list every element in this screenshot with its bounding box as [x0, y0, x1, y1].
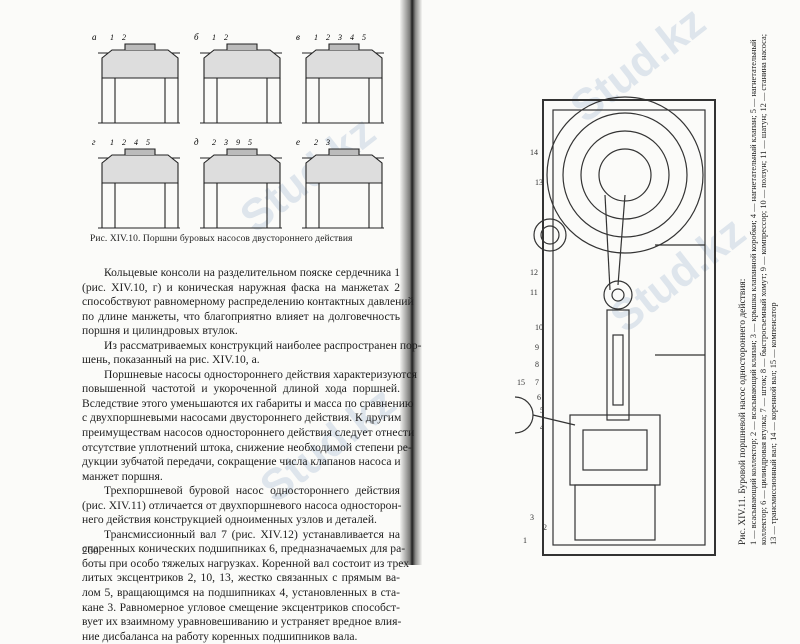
page-number: 260 — [82, 545, 99, 557]
panel-label: 3 — [337, 33, 342, 42]
part-label: 6 — [537, 393, 541, 402]
panel-label: 4 — [350, 33, 354, 42]
text-line: отсутствие уплотнений штока, снижение не… — [82, 440, 412, 454]
text-line: поршня и цилиндровых втулок. — [82, 324, 238, 338]
figure-caption-xiv-10: Рис. XIV.10. Поршни буровых насосов двус… — [90, 234, 353, 244]
text-line: вует их взаимному уравновешиванию и устр… — [82, 615, 402, 629]
text-line: манжет поршня. — [82, 469, 163, 483]
panel-label: 5 — [146, 138, 150, 147]
panel-letter: а — [92, 32, 97, 42]
text-line: (рис. XIV.10, г) и коническая наружная ф… — [82, 280, 400, 294]
text-line: литых эксцентриков 2, 10, 13, жестко свя… — [82, 571, 400, 585]
text-line: (рис. XIV.11) отличается от двухпоршнево… — [82, 498, 402, 512]
text-line: Трехпоршневой буровой насос односторонне… — [104, 484, 400, 498]
text-line: ние дисбаланса на работу коренных подшип… — [82, 629, 358, 643]
text-line: с двухпоршневыми насосами двустороннего … — [82, 411, 402, 425]
panel-label: 1 — [110, 138, 114, 147]
figure-caption-xiv-11: Рис. XIV.11. Буровой поршневой насос одн… — [738, 25, 779, 545]
text-line: Кольцевые консоли на разделительном пояс… — [104, 266, 400, 279]
part-label: 9 — [535, 343, 539, 352]
part-label: 12 — [530, 268, 538, 277]
panel-letter: г — [92, 137, 96, 147]
pump-drawing: 14 13 12 11 10 9 8 7 6 5 4 15 32 1 — [515, 96, 716, 556]
part-label: 14 — [530, 148, 538, 157]
panel-label: 2 — [326, 33, 330, 42]
panel-label: 1 — [212, 33, 216, 42]
panel-label: 2 — [122, 33, 126, 42]
part-label: 13 — [535, 178, 543, 187]
text-line: кане 3. Равномерное угловое смещение экс… — [82, 600, 400, 614]
panel-letter: д — [194, 137, 199, 147]
part-label: 2 — [543, 523, 547, 532]
text-line: него действия конструкцией одноименных у… — [82, 513, 377, 527]
text-line: Из рассматриваемых конструкций наиболее … — [104, 338, 422, 352]
text-line: боты при особо тяжелых нагрузках. Коренн… — [82, 556, 410, 570]
text-line: по длине манжеты, что благоприятно влияе… — [82, 309, 400, 323]
part-label: 1 — [523, 536, 527, 545]
caption-legend: 1 — всасывающий коллектор; 2 — всасывающ… — [749, 33, 778, 545]
panel-letter: б — [194, 32, 199, 42]
part-label: 4 — [540, 423, 544, 432]
part-label: 10 — [535, 323, 543, 332]
text-line: способствуют равномерному распределению … — [82, 295, 414, 309]
panel-label: 3 — [325, 138, 330, 147]
panel-letter: е — [296, 137, 300, 147]
part-label: 15 — [517, 378, 525, 387]
text-line: Поршневые насосы одностороннего действия… — [104, 367, 417, 381]
caption-title: Рис. XIV.11. Буровой поршневой насос одн… — [738, 278, 748, 545]
text-line: спаренных конических подшипниках 6, пред… — [82, 542, 406, 556]
panel-label: 4 — [134, 138, 138, 147]
text-line: преимуществам насосов одностороннего дей… — [82, 426, 415, 440]
panel-label: 2 — [122, 138, 126, 147]
text-line: Трансмиссионный вал 7 (рис. XIV.12) уста… — [104, 527, 400, 541]
panel-label: 9 — [236, 138, 240, 147]
body-text: Кольцевые консоли на разделительном пояс… — [82, 266, 422, 644]
panel-label: 1 — [110, 33, 114, 42]
panel-label: 3 — [223, 138, 228, 147]
part-label: 11 — [530, 288, 538, 297]
part-label: 3 — [530, 513, 534, 522]
panel-label: 2 — [314, 138, 318, 147]
text-line: лом 5, вращающимся на подшипниках 4, уст… — [82, 586, 400, 600]
text-line: повышенной частотой и укороченной длиной… — [82, 382, 400, 396]
panel-label: 2 — [224, 33, 228, 42]
panel-label: 5 — [248, 138, 252, 147]
panel-label: 1 — [314, 33, 318, 42]
book-spine — [400, 0, 422, 565]
part-label: 7 — [535, 378, 539, 387]
text-line: шень, показанный на рис. XIV.10, а. — [82, 353, 260, 367]
panel-label: 2 — [212, 138, 216, 147]
panel-label: 5 — [362, 33, 366, 42]
text-line: дукции зубчатой передачи, сокращение чис… — [82, 455, 401, 469]
part-label: 5 — [540, 406, 544, 415]
part-label: 8 — [535, 360, 539, 369]
text-line: Вследствие этого уменьшаются их габариты… — [82, 396, 414, 410]
panel-letter: в — [296, 32, 300, 42]
